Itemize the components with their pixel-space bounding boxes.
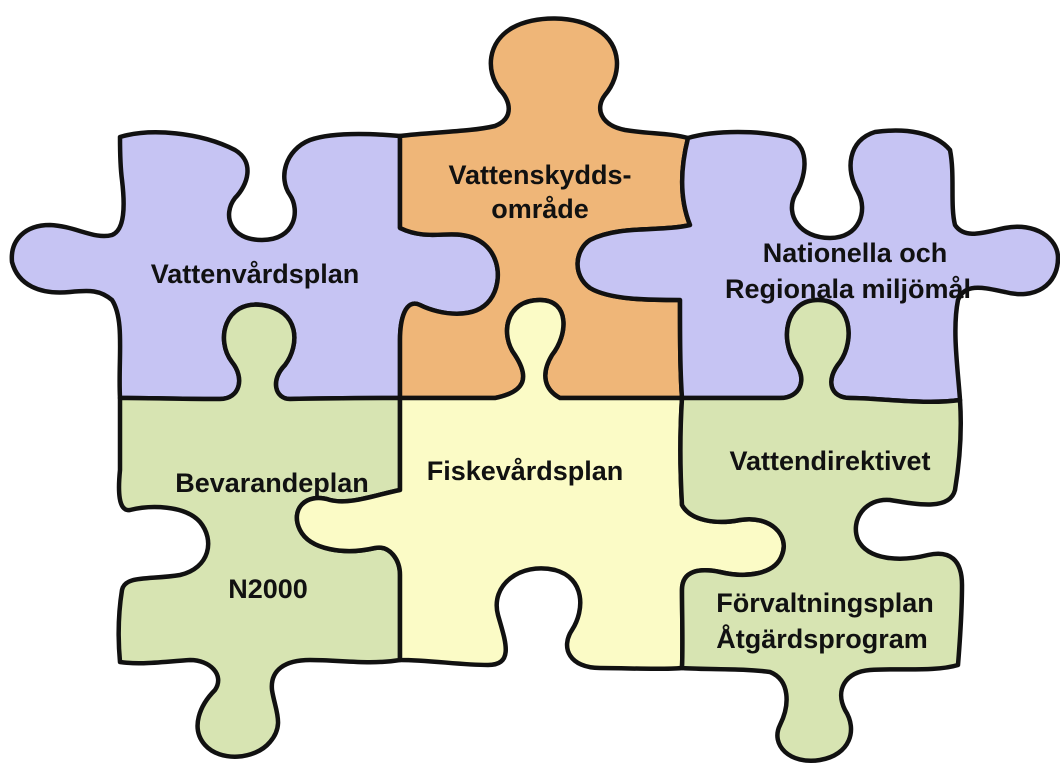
piece-miljomal-label-line1: Nationella och bbox=[763, 238, 948, 268]
piece-miljomal-shape bbox=[575, 128, 1060, 405]
piece-vattenvardsplan-label: Vattenvårdsplan bbox=[151, 259, 360, 289]
piece-vattendirektivet-shape bbox=[678, 297, 965, 764]
piece-bevarandeplan-shape bbox=[116, 302, 403, 759]
piece-vattenskyddsomrade-label-line2: område bbox=[491, 194, 589, 224]
piece-fiskevardsplan-label: Fiskevårdsplan bbox=[427, 456, 624, 486]
piece-miljomal: Nationella och Regionala miljömål bbox=[575, 128, 1060, 405]
piece-vattendirektivet-label-line2: Förvaltningsplan bbox=[716, 588, 934, 618]
piece-fiskevardsplan: Fiskevårdsplan bbox=[294, 297, 786, 672]
piece-fiskevardsplan-shape bbox=[294, 297, 786, 672]
piece-miljomal-label-line2: Regionala miljömål bbox=[725, 274, 971, 304]
piece-vattenskyddsomrade-label-line1: Vattenskydds- bbox=[448, 160, 631, 190]
piece-vattendirektivet-label-line1: Vattendirektivet bbox=[729, 446, 930, 476]
piece-vattendirektivet-label-line3: Åtgärdsprogram bbox=[716, 623, 928, 654]
piece-vattenskyddsomrade: Vattenskydds- område bbox=[397, 16, 693, 401]
piece-vattendirektivet: Vattendirektivet Förvaltningsplan Åtgärd… bbox=[678, 297, 965, 764]
piece-bevarandeplan: Bevarandeplan N2000 bbox=[116, 302, 403, 759]
piece-bevarandeplan-label-line1: Bevarandeplan bbox=[175, 468, 369, 498]
piece-bevarandeplan-label-line2: N2000 bbox=[228, 574, 308, 604]
